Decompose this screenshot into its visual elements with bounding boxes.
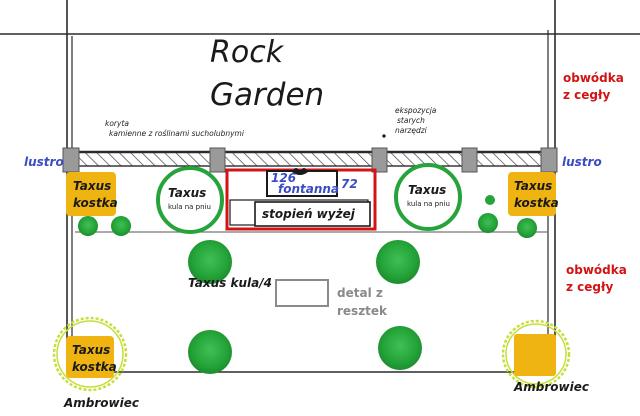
taxus-balls — [188, 240, 422, 374]
beds-note-line1: koryta — [105, 119, 129, 128]
taxus-box-top-left-line1: Taxus — [73, 179, 111, 193]
taxus-box-bottom-left: Taxus kostka — [52, 316, 128, 392]
scrap-detail-line2: resztek — [337, 304, 388, 318]
amur-maple-right-planting — [501, 319, 571, 389]
amur-maple-right-label: Ambrowiec — [513, 380, 589, 394]
exhibit-note-line1: ekspozycja — [395, 106, 437, 115]
taxus-standard-right-line1: Taxus — [408, 183, 446, 197]
taxus-box-top-right: Taxus kostka — [508, 172, 559, 216]
taxus-standard-right: Taxus kula na pniu — [394, 163, 462, 231]
small-shrubs — [78, 195, 537, 238]
taxus-box-bottom-left-line1: Taxus — [72, 343, 110, 357]
brick-edging-mid-line2: z cegły — [566, 280, 613, 294]
mirror-left-label: lustro — [24, 155, 64, 169]
shrub — [517, 218, 537, 238]
brick-edging-top-line2: z cegły — [563, 88, 610, 102]
taxus-standard-left-line2: kula na pniu — [168, 203, 211, 211]
taxus-box-top-right-line2: kostka — [514, 196, 559, 210]
tool-marker-dot — [382, 134, 386, 138]
raised-step-label: stopień wyżej — [262, 207, 356, 221]
taxus-ball — [188, 240, 232, 284]
taxus-ball — [376, 240, 420, 284]
brick-edging-top-line1: obwódka — [563, 71, 624, 85]
fountain-spray-icon — [292, 168, 308, 175]
beds-note-line2: kamienne z roślinami sucholubnymi — [109, 129, 245, 138]
title-garden: Garden — [210, 77, 324, 113]
scrap-detail-box — [275, 279, 329, 307]
scrap-detail-line1: detal z — [337, 286, 383, 300]
shrub — [78, 216, 98, 236]
shrub — [111, 216, 131, 236]
fountain-height: 72 — [341, 177, 358, 191]
taxus-standard-left: Taxus kula na pniu — [156, 166, 224, 234]
taxus-ball — [188, 330, 232, 374]
shrub — [485, 195, 495, 205]
exhibit-note-line2: starych — [397, 116, 425, 125]
taxus-box-top-left: Taxus kostka — [66, 172, 118, 216]
taxus-box-top-left-line2: kostka — [73, 196, 118, 210]
title-rock: Rock — [210, 35, 285, 70]
shrub — [478, 213, 498, 233]
taxus-box-top-right-line1: Taxus — [514, 179, 552, 193]
brick-edging-mid-line1: obwódka — [566, 263, 627, 277]
taxus-box-bottom-left-line2: kostka — [72, 360, 117, 374]
taxus-standard-left-line1: Taxus — [168, 186, 206, 200]
fountain-width: 126 — [271, 171, 296, 185]
mirror-right-label: lustro — [562, 155, 602, 169]
taxus-ball — [378, 326, 422, 370]
fountain-area: 126 fontanna 72 stopień wyżej — [225, 168, 377, 231]
amur-maple-left-label: Ambrowiec — [63, 396, 139, 410]
taxus-ball-label: Taxus kula/4 — [188, 276, 272, 290]
fountain-label: fontanna — [278, 182, 339, 196]
exhibit-note-line3: narzędzi — [395, 126, 428, 135]
taxus-standard-right-line2: kula na pniu — [407, 200, 450, 208]
